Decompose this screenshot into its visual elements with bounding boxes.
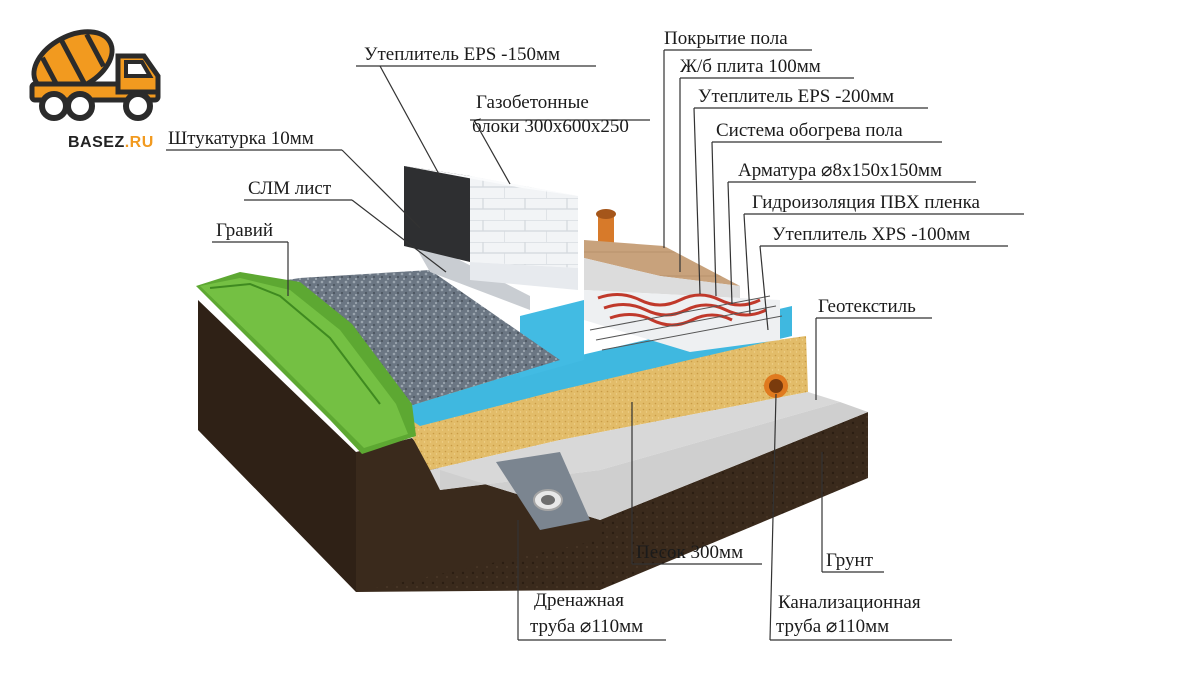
label-drain-line1: Дренажная <box>534 590 624 611</box>
leader-lines <box>166 49 1024 641</box>
label-rc-slab: Ж/б плита 100мм <box>680 56 821 77</box>
label-floor-cover: Покрытие пола <box>664 28 788 49</box>
aerated-concrete-blocks <box>470 176 578 268</box>
floor-covering <box>584 240 740 286</box>
concrete-mixer-truck-icon <box>29 29 161 121</box>
label-sand: Песок 300мм <box>636 542 744 563</box>
label-eps-200: Утеплитель EPS -200мм <box>698 86 895 107</box>
sewer-riser <box>598 214 614 246</box>
eps-150-insulation <box>404 166 470 262</box>
label-sewer-line1: Канализационная <box>778 592 921 613</box>
rc-slab <box>584 258 740 298</box>
label-gas-blocks-line2: блоки 300х600х250 <box>472 116 629 137</box>
soil-left-face <box>198 300 356 592</box>
label-xps-100: Утеплитель XPS -100мм <box>772 224 971 245</box>
brand-name: BASEZ.RU <box>68 134 154 151</box>
label-gas-blocks-line1: Газобетонные <box>476 92 589 113</box>
label-eps-150: Утеплитель EPS -150мм <box>364 44 561 65</box>
rebar-mesh <box>589 295 783 351</box>
label-rebar: Арматура ⌀8х150х150мм <box>738 160 942 181</box>
label-gravel: Гравий <box>216 220 274 241</box>
floor-heating-pipes <box>597 293 767 327</box>
label-plaster: Штукатурка 10мм <box>168 128 314 149</box>
label-drain-line2: труба ⌀110мм <box>530 616 644 637</box>
label-soil: Грунт <box>826 550 874 571</box>
label-heating: Система обогрева пола <box>716 120 903 141</box>
label-waterproofing: Гидроизоляция ПВХ пленка <box>752 192 980 213</box>
label-sewer-line2: труба ⌀110мм <box>776 616 890 637</box>
sand-layer <box>390 336 808 470</box>
label-slm: СЛМ лист <box>248 178 332 199</box>
label-geotextile: Геотекстиль <box>818 296 916 317</box>
brand-logo[interactable]: BASEZ.RU <box>18 14 178 151</box>
